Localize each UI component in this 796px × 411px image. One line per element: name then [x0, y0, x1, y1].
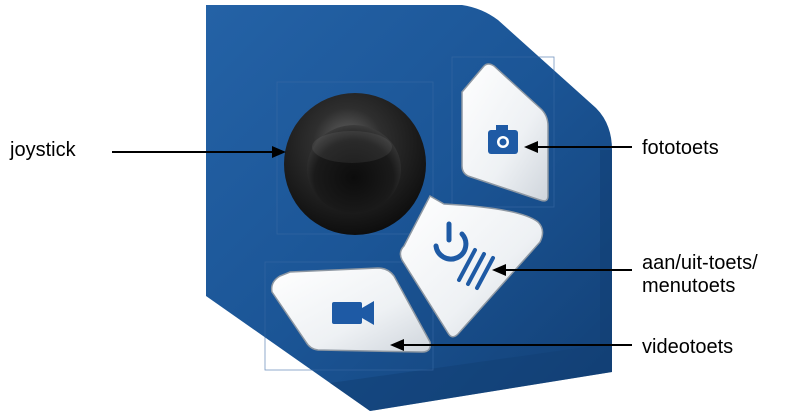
joystick-label: joystick: [10, 139, 76, 162]
video-key-label: videotoets: [642, 336, 733, 359]
joystick[interactable]: [284, 93, 426, 235]
photo-key-label: fototoets: [642, 137, 719, 160]
power-key-label-line1: aan/uit-toets/: [642, 252, 758, 275]
power-menu-key-label: aan/uit-toets/ menutoets: [642, 252, 758, 298]
menu-key-label-line2: menutoets: [642, 275, 758, 298]
